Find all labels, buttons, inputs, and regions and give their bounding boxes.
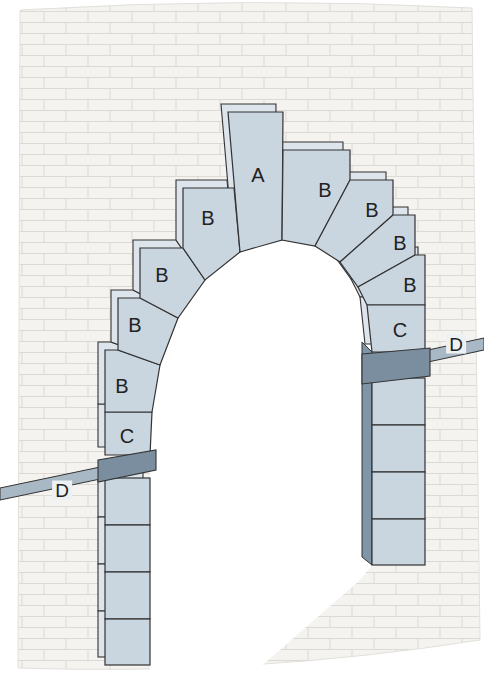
part-label: B [115, 376, 128, 396]
part-label: D [52, 481, 72, 500]
part-label: B [393, 233, 406, 253]
part-label: C [120, 426, 134, 446]
part-label: A [251, 165, 264, 185]
band-block [98, 450, 156, 482]
band-strip [0, 466, 105, 500]
part-label: C [393, 320, 407, 340]
part-label: B [403, 275, 416, 295]
arch-blocks [105, 112, 425, 665]
part-label: B [318, 180, 331, 200]
part-label: B [155, 265, 168, 285]
part-label: B [201, 208, 214, 228]
part-label: B [128, 315, 141, 335]
part-label: D [446, 335, 466, 354]
band-block [362, 348, 430, 384]
part-label: B [365, 200, 378, 220]
